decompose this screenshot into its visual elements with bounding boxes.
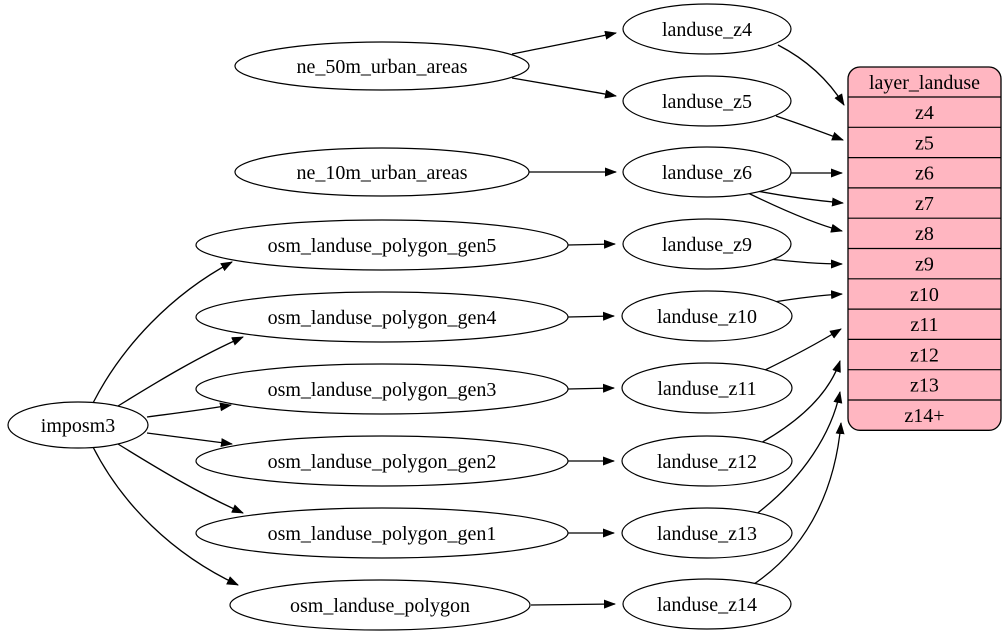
node-imposm3-shape	[7, 401, 149, 449]
node-osm_landuse_polygon-shape	[229, 579, 531, 631]
table-row-z12: z12	[910, 344, 939, 366]
node-osm_landuse_polygon_gen5-label: osm_landuse_polygon_gen5	[268, 235, 497, 257]
edge-landuse_z12-to-layer_landuse-z12	[758, 360, 841, 445]
table-row-z4: z4	[915, 102, 934, 124]
node-landuse_z14: landuse_z14	[622, 578, 792, 630]
edge-imposm3-to-osm_landuse_polygon_gen3	[146, 402, 232, 418]
node-landuse_z13: landuse_z13	[621, 507, 793, 559]
node-ne_50m_urban_areas: ne_50m_urban_areas	[234, 41, 530, 91]
edge-osm_landuse_polygon_gen4-to-landuse_z10	[567, 311, 615, 321]
table-row-z9: z9	[915, 253, 934, 275]
edge-imposm3-to-osm_landuse_polygon_gen5	[92, 261, 233, 404]
node-landuse_z10-shape	[621, 290, 793, 342]
node-landuse_z4: landuse_z4	[622, 3, 792, 55]
node-osm_landuse_polygon_gen2: osm_landuse_polygon_gen2	[195, 435, 569, 487]
node-osm_landuse_polygon_gen5: osm_landuse_polygon_gen5	[195, 219, 569, 271]
edge-landuse_z4-to-layer_landuse-z4	[777, 44, 845, 106]
node-landuse_z12-shape	[621, 435, 793, 487]
table-row-z13: z13	[910, 375, 939, 397]
node-landuse_z10: landuse_z10	[621, 290, 793, 342]
node-osm_landuse_polygon-label: osm_landuse_polygon	[290, 595, 470, 617]
node-landuse_z12: landuse_z12	[621, 435, 793, 487]
node-landuse_z13-shape	[621, 507, 793, 559]
node-osm_landuse_polygon: osm_landuse_polygon	[229, 579, 531, 631]
node-landuse_z11: landuse_z11	[621, 362, 793, 414]
edge-ne_50m_urban_areas-to-landuse_z4	[511, 30, 617, 55]
nodes-group: imposm3 ne_50m_urban_areas ne_10m_urban_ar…	[7, 3, 793, 631]
node-osm_landuse_polygon_gen4-shape	[195, 291, 569, 343]
edges-group	[92, 30, 845, 609]
node-landuse_z14-shape	[622, 578, 792, 630]
node-landuse_z5: landuse_z5	[622, 75, 792, 127]
node-landuse_z9-shape	[622, 218, 792, 270]
edge-landuse_z6-to-layer_landuse-z7	[756, 190, 844, 207]
node-ne_50m_urban_areas-shape	[234, 41, 530, 91]
node-osm_landuse_polygon_gen2-shape	[195, 435, 569, 487]
node-landuse_z5-label: landuse_z5	[662, 91, 752, 113]
edge-imposm3-to-osm_landuse_polygon_gen1	[117, 443, 244, 514]
node-osm_landuse_polygon_gen4-label: osm_landuse_polygon_gen4	[268, 307, 497, 329]
node-osm_landuse_polygon_gen5-shape	[195, 219, 569, 271]
edge-osm_landuse_polygon_gen3-to-landuse_z11	[567, 383, 615, 393]
node-landuse_z5-shape	[622, 75, 792, 127]
edge-landuse_z14-to-layer_landuse-z14plus	[750, 422, 845, 587]
table-row-z6: z6	[915, 163, 934, 185]
node-ne_10m_urban_areas: ne_10m_urban_areas	[234, 147, 530, 197]
node-landuse_z14-label: landuse_z14	[657, 594, 757, 616]
node-osm_landuse_polygon_gen2-label: osm_landuse_polygon_gen2	[268, 451, 497, 473]
node-landuse_z4-shape	[622, 3, 792, 55]
edge-ne_50m_urban_areas-to-landuse_z5	[511, 77, 617, 99]
edge-landuse_z11-to-layer_landuse-z11	[762, 328, 842, 372]
edge-imposm3-to-osm_landuse_polygon_gen2	[146, 432, 233, 448]
edge-osm_landuse_polygon-to-landuse_z14	[530, 599, 616, 609]
node-landuse_z12-label: landuse_z12	[657, 451, 757, 473]
edge-landuse_z13-to-layer_landuse-z13	[754, 391, 843, 516]
node-landuse_z4-label: landuse_z4	[662, 19, 752, 41]
node-landuse_z6-label: landuse_z6	[662, 162, 752, 184]
node-landuse_z9-label: landuse_z9	[662, 234, 752, 256]
node-osm_landuse_polygon_gen1: osm_landuse_polygon_gen1	[195, 507, 569, 559]
table-row-z11: z11	[910, 314, 938, 336]
node-osm_landuse_polygon_gen3-label: osm_landuse_polygon_gen3	[268, 379, 497, 401]
table-row-z7: z7	[915, 193, 934, 215]
node-landuse_z13-label: landuse_z13	[657, 523, 757, 545]
table-row-z10: z10	[910, 284, 939, 306]
table-header: layer_landuse	[869, 72, 980, 94]
node-osm_landuse_polygon_gen1-shape	[195, 507, 569, 559]
edge-imposm3-to-osm_landuse_polygon_gen4	[117, 336, 244, 407]
table-row-z14plus: z14+	[904, 405, 944, 427]
edge-landuse_z6-to-layer_landuse-z8	[747, 192, 843, 233]
node-landuse_z9: landuse_z9	[622, 218, 792, 270]
table-row-z8: z8	[915, 223, 934, 245]
node-landuse_z6: landuse_z6	[622, 146, 792, 198]
node-imposm3-label: imposm3	[41, 415, 115, 437]
edge-landuse_z10-to-layer_landuse-z10	[773, 290, 843, 303]
node-ne_10m_urban_areas-shape	[234, 147, 530, 197]
edge-osm_landuse_polygon_gen5-to-landuse_z9	[567, 239, 616, 249]
node-imposm3: imposm3	[7, 401, 149, 449]
node-osm_landuse_polygon_gen4: osm_landuse_polygon_gen4	[195, 291, 569, 343]
node-ne_10m_urban_areas-label: ne_10m_urban_areas	[296, 162, 467, 184]
table-group: layer_landuse z4 z5 z6 z7 z8 z9 z10 z11 z12 z13 z14…	[847, 66, 1002, 431]
table-row-z5: z5	[915, 132, 934, 154]
node-landuse_z10-label: landuse_z10	[657, 306, 757, 328]
node-ne_50m_urban_areas-label: ne_50m_urban_areas	[296, 56, 467, 78]
node-landuse_z11-shape	[621, 362, 793, 414]
node-landuse_z6-shape	[622, 146, 792, 198]
node-osm_landuse_polygon_gen3-shape	[195, 363, 569, 415]
edge-imposm3-to-osm_landuse_polygon	[92, 446, 239, 586]
edge-landuse_z5-to-layer_landuse-z5	[775, 115, 844, 141]
node-osm_landuse_polygon_gen3: osm_landuse_polygon_gen3	[195, 363, 569, 415]
node-landuse_z11-label: landuse_z11	[657, 378, 756, 400]
node-osm_landuse_polygon_gen1-label: osm_landuse_polygon_gen1	[268, 523, 497, 545]
